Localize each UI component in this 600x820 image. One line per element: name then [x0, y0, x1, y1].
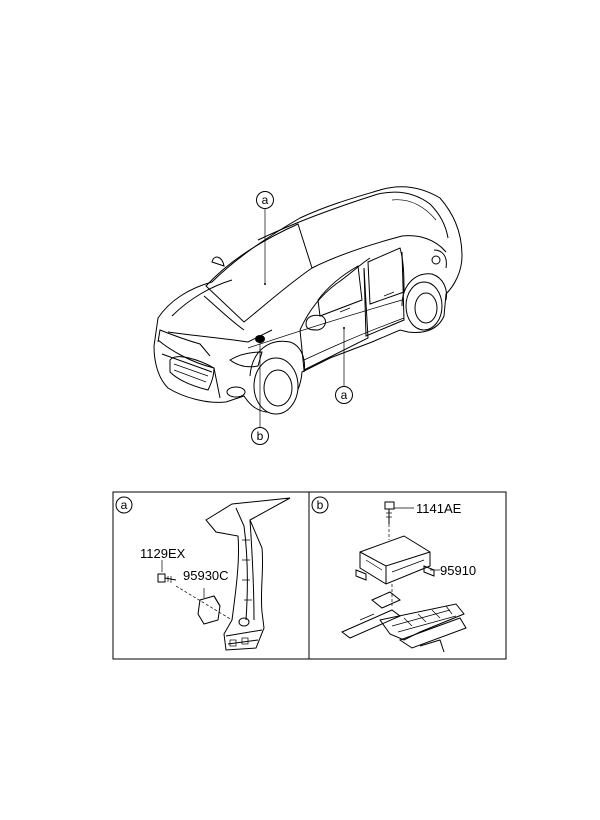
label-95930c: 95930C — [183, 568, 229, 583]
b-pillar-drawing — [205, 497, 291, 651]
callout-roof-label: a — [262, 193, 269, 207]
sensor-95930c — [175, 585, 233, 625]
callout-door: a — [335, 327, 353, 404]
car-illustration — [153, 186, 463, 415]
callout-front: b — [251, 335, 269, 445]
panel-b: b 1141AE 95910 — [311, 496, 476, 653]
panel-b-tag: b — [317, 498, 324, 512]
floor-bracket-drawing — [341, 591, 467, 653]
bolt-1141ae — [384, 501, 414, 524]
panel-a: a 1129EX 95930C — [115, 496, 291, 651]
callout-front-label: b — [257, 429, 264, 443]
label-1141ae: 1141AE — [416, 501, 462, 516]
callout-roof: a — [256, 191, 274, 285]
label-1129ex: 1129EX — [140, 546, 186, 561]
label-95910: 95910 — [440, 563, 476, 578]
callout-door-label: a — [341, 388, 348, 402]
airbag-module-95910 — [355, 524, 440, 606]
panel-a-tag: a — [121, 498, 128, 512]
bolt-1129ex — [157, 560, 177, 583]
